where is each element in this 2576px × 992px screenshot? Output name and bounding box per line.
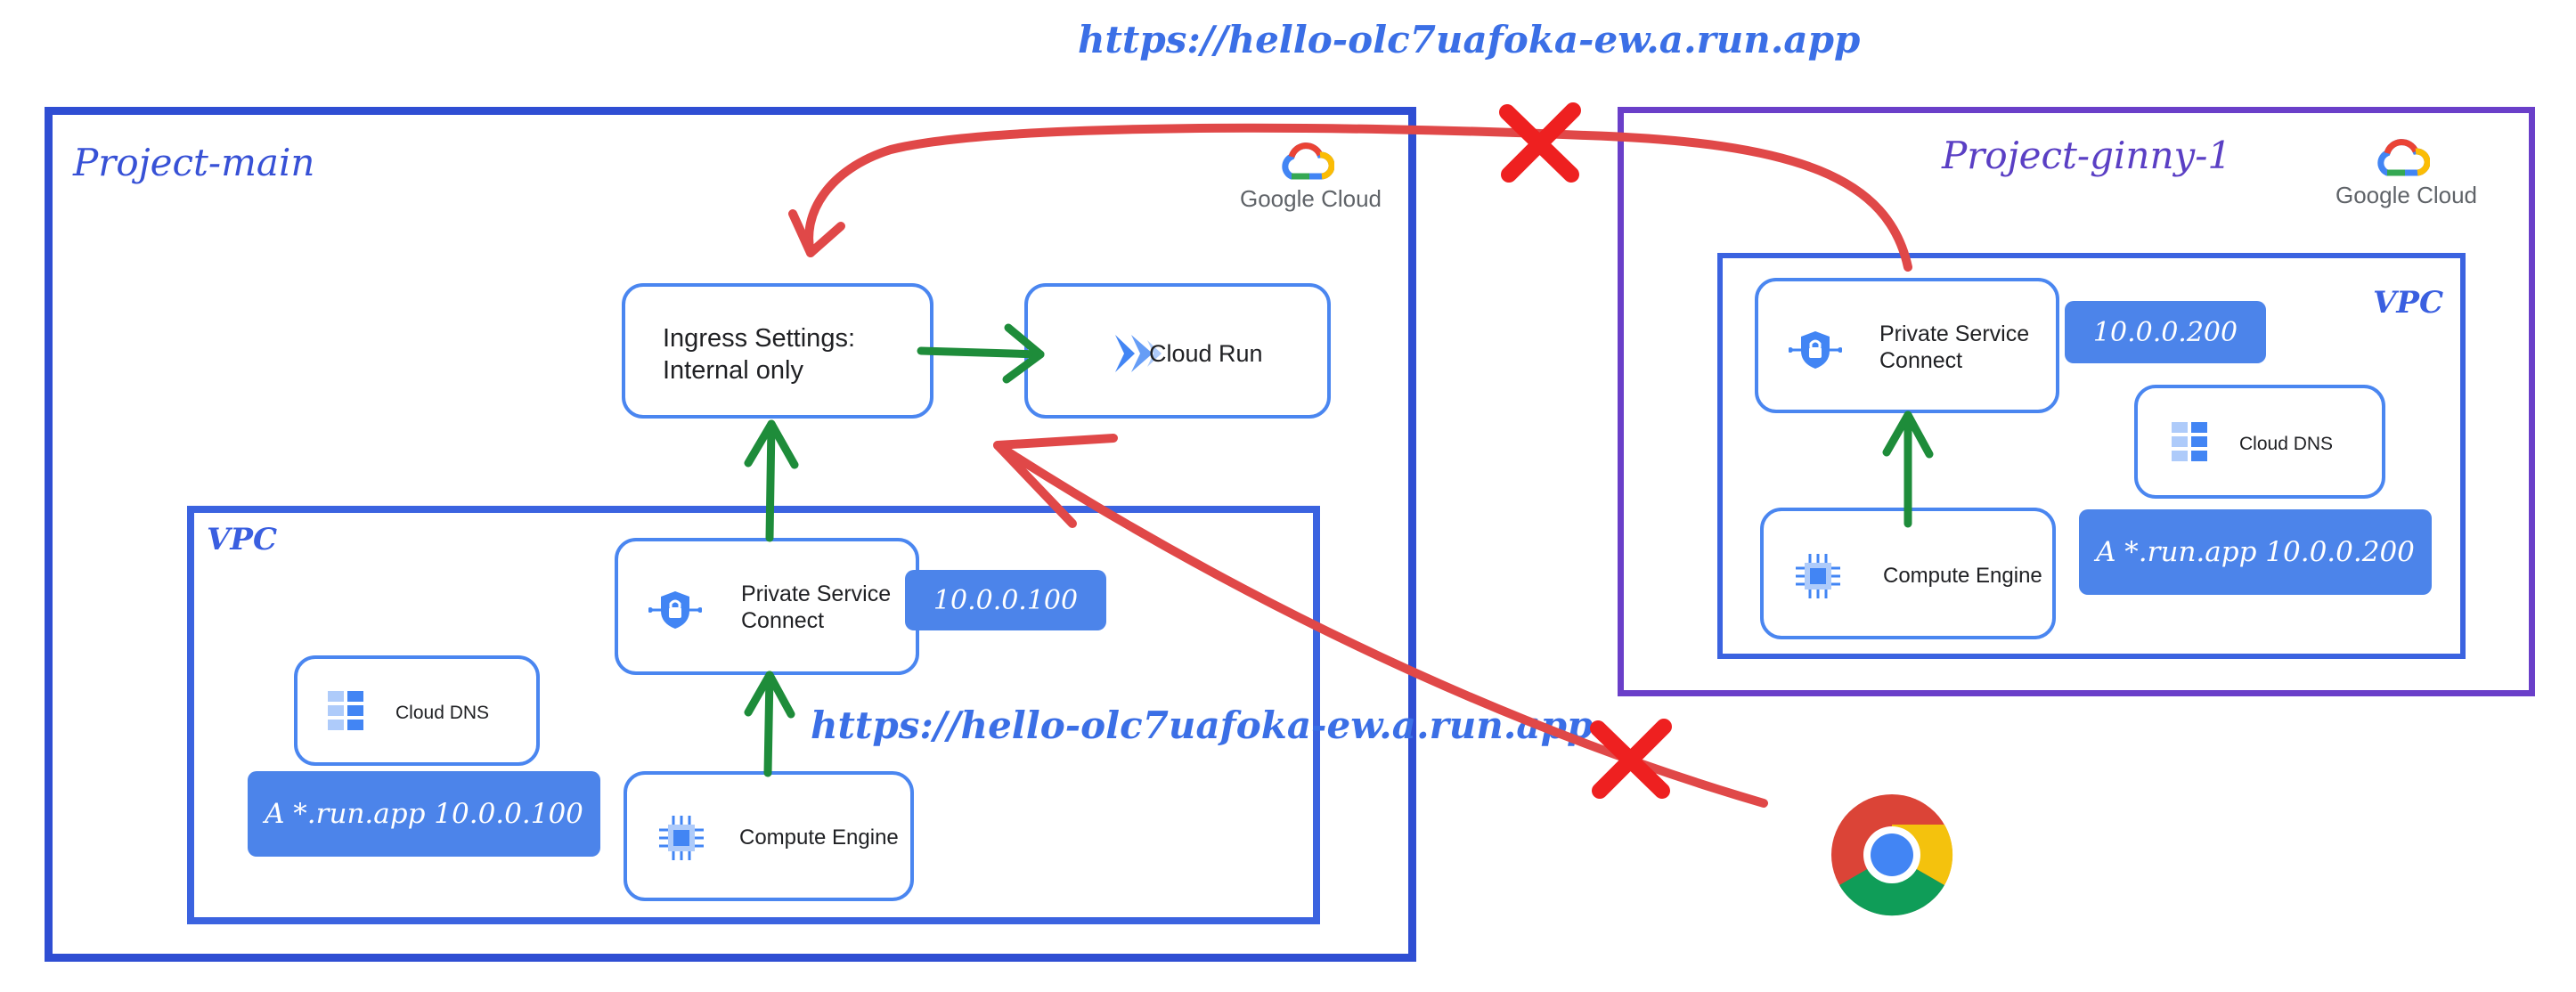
compute-engine-ginny-label: Compute Engine — [1883, 564, 2042, 588]
google-cloud-logo-ginny: Google Cloud — [2336, 137, 2477, 209]
psc-ginny-label: Private Service Connect — [1879, 321, 2030, 373]
cloud-dns-main-node: Cloud DNS — [294, 655, 540, 766]
psc-ginny-node: Private Service Connect — [1755, 278, 2059, 413]
project-ginny-frame — [1618, 107, 2535, 696]
project-main-title: Project-main — [73, 141, 315, 184]
compute-engine-icon — [659, 816, 704, 860]
private-service-connect-icon — [648, 591, 702, 629]
url-middle-label: https://hello-olc7uafoka-ew.a.run.app — [811, 703, 1594, 747]
cloud-dns-main-label: Cloud DNS — [395, 703, 490, 723]
ingress-settings-node: Ingress Settings: Internal only — [622, 283, 933, 419]
dns-main-record-badge: A *.run.app 10.0.0.100 — [248, 771, 600, 857]
vpc-main-label: VPC — [207, 522, 278, 557]
cloud-run-icon — [1115, 335, 1162, 372]
red-x-icon — [1499, 102, 1581, 183]
cloud-run-node: Cloud Run — [1024, 283, 1331, 419]
red-x-icon — [1590, 719, 1672, 799]
url-top-label: https://hello-olc7uafoka-ew.a.run.app — [1078, 18, 1861, 61]
cloud-dns-ginny-label: Cloud DNS — [2239, 434, 2334, 454]
ingress-settings-label: Ingress Settings: Internal only — [663, 324, 855, 385]
google-cloud-label: Google Cloud — [1240, 185, 1382, 212]
chrome-icon — [1831, 794, 1953, 916]
vpc-ginny-label: VPC — [2373, 285, 2444, 321]
psc-ginny-ip-badge: 10.0.0.200 — [2065, 301, 2266, 363]
google-cloud-logo-main: Google Cloud — [1240, 141, 1382, 213]
private-service-connect-icon — [1789, 331, 1842, 369]
cloud-dns-icon — [328, 691, 363, 730]
compute-engine-main-node: Compute Engine — [624, 771, 914, 901]
psc-main-node: Private Service Connect — [615, 538, 919, 675]
google-cloud-logo-icon — [2377, 139, 2430, 176]
cloud-run-label: Cloud Run — [1149, 340, 1263, 367]
compute-engine-ginny-node: Compute Engine — [1760, 508, 2056, 639]
cloud-dns-icon — [2172, 422, 2207, 461]
psc-main-label: Private Service Connect — [741, 581, 892, 633]
project-ginny-title: Project-ginny-1 — [1942, 134, 2232, 177]
psc-main-ip-badge: 10.0.0.100 — [905, 570, 1106, 630]
google-cloud-logo-icon — [1282, 142, 1334, 180]
cloud-dns-ginny-node: Cloud DNS — [2134, 385, 2385, 499]
dns-ginny-record-badge: A *.run.app 10.0.0.200 — [2079, 509, 2432, 595]
compute-engine-main-label: Compute Engine — [739, 825, 899, 850]
compute-engine-icon — [1796, 554, 1840, 598]
google-cloud-label: Google Cloud — [2336, 182, 2477, 208]
